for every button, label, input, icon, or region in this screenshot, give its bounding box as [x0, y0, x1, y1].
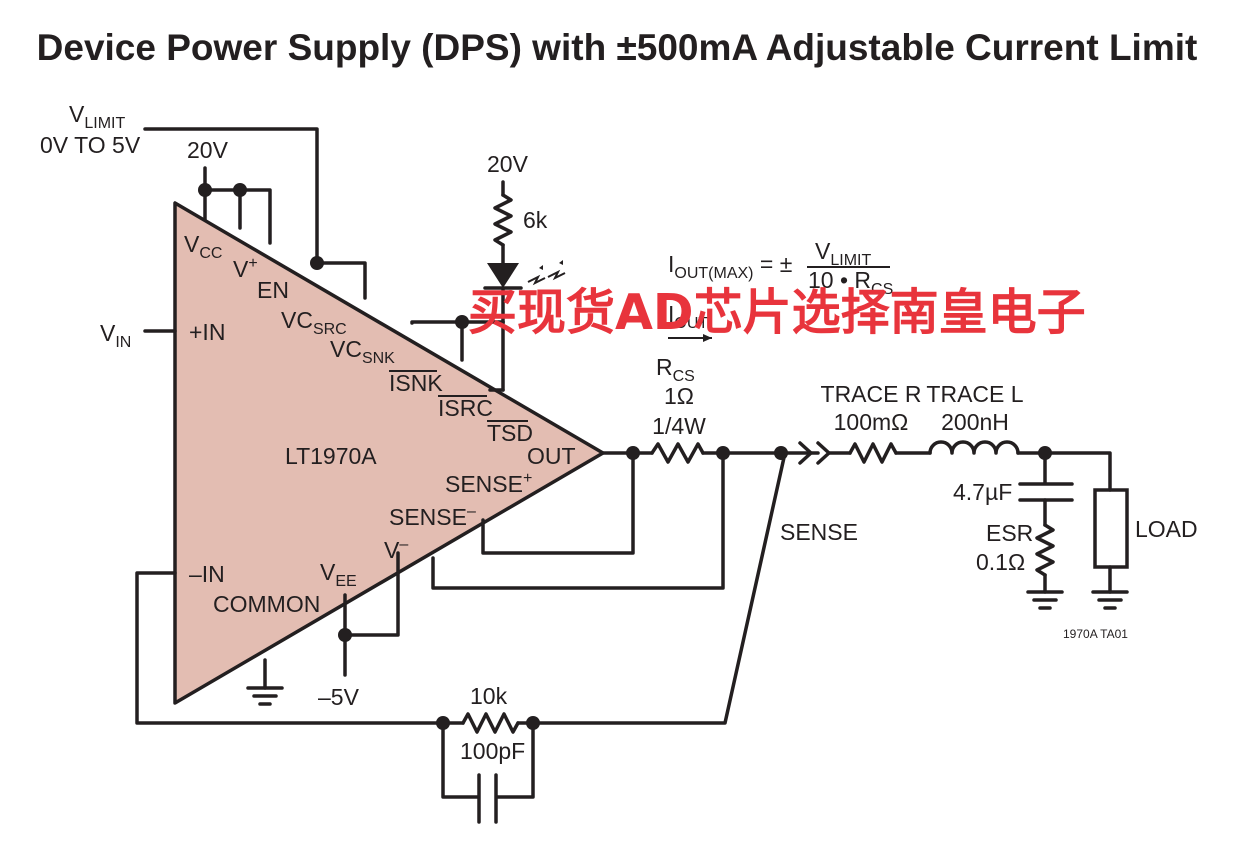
vlimit-label: VLIMIT — [69, 101, 125, 132]
pin-vee-label: VEE — [320, 559, 357, 590]
pin-en-label: EN — [257, 277, 289, 303]
load-label: LOAD — [1135, 516, 1198, 542]
formula-denominator: 10 • RCS — [808, 267, 893, 298]
rcs-value-label: 1Ω — [664, 383, 694, 409]
junction-dots — [198, 183, 1052, 730]
feedback-cap-label: 100pF — [460, 738, 525, 764]
formula-lhs: IOUT(MAX) = ± — [668, 251, 792, 282]
pin-vplus-label: V+ — [233, 255, 258, 282]
pin-isnk-label: ISNK — [389, 370, 443, 396]
diagram-title: Device Power Supply (DPS) with ±500mA Ad… — [37, 27, 1198, 68]
status-led-icon — [483, 260, 566, 290]
trace-l-label: TRACE L — [926, 381, 1023, 407]
supply-20v-left-label: 20V — [187, 137, 229, 163]
pin-minus-in-label: –IN — [189, 561, 225, 587]
trace-l-value-label: 200nH — [941, 409, 1009, 435]
trace-r-value-label: 100mΩ — [834, 409, 909, 435]
figure-id-label: 1970A TA01 — [1063, 627, 1128, 641]
esr-label: ESR — [986, 520, 1033, 546]
vlimit-range-label: 0V TO 5V — [40, 132, 141, 158]
ground-icon — [1026, 590, 1064, 610]
pin-sense-plus-label: SENSE+ — [445, 470, 532, 497]
pin-vcc-label: VCC — [184, 231, 222, 262]
pin-common-label: COMMON — [213, 591, 320, 617]
lt1970a-chip-body — [173, 201, 605, 705]
sense-label: SENSE — [780, 519, 858, 545]
pin-tsd-label: TSD — [487, 420, 533, 446]
vin-label: VIN — [100, 320, 131, 351]
pin-sense-minus-label: SENSE– — [389, 503, 476, 530]
iout-label: IOUT — [668, 301, 708, 332]
pin-out-label: OUT — [527, 443, 576, 469]
pin-vcsnk-label: VCSNK — [330, 336, 395, 367]
active-low-overlines — [389, 370, 528, 422]
esr-value-label: 0.1Ω — [976, 549, 1025, 575]
watermark-text: 买现货AD芯片选择南皇电子 — [468, 284, 1086, 341]
current-arrow-icon — [668, 334, 712, 342]
rcs-label: RCS — [656, 354, 695, 385]
pullup-resistor-label: 6k — [523, 207, 548, 233]
pin-isrc-label: ISRC — [438, 395, 493, 421]
supply-neg-5v-label: –5V — [318, 684, 360, 710]
supply-20v-right-label: 20V — [487, 151, 529, 177]
pin-vminus-label: V– — [384, 536, 408, 563]
load-box — [1093, 488, 1129, 569]
ground-icon — [1091, 590, 1129, 610]
feedback-resistor-label: 10k — [470, 683, 508, 709]
ground-icon — [246, 686, 284, 706]
rcs-power-label: 1/4W — [652, 413, 706, 439]
pin-plus-in-label: +IN — [189, 319, 225, 345]
cap-value-label: 4.7µF — [953, 479, 1012, 505]
trace-r-label: TRACE R — [821, 381, 922, 407]
formula-numerator: VLIMIT — [815, 238, 871, 269]
pin-vcsrc-label: VCSRC — [281, 307, 347, 338]
chip-name-label: LT1970A — [285, 443, 377, 469]
